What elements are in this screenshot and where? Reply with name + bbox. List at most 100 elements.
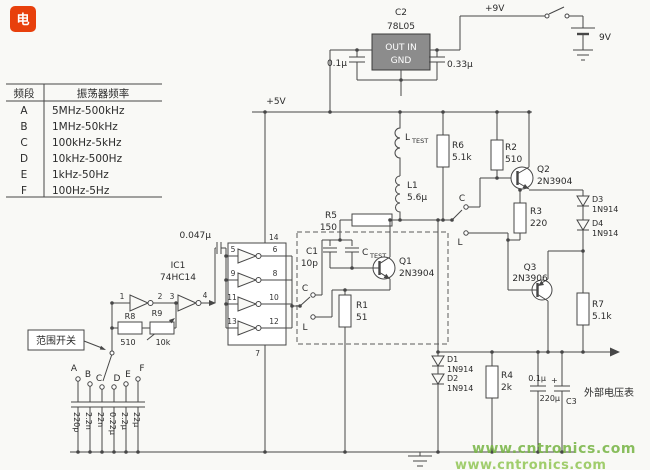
r9-value: 10k bbox=[156, 338, 171, 347]
contact-e bbox=[123, 381, 129, 387]
table-header-band: 频段 bbox=[14, 87, 35, 100]
c3-wires bbox=[554, 352, 570, 452]
ltest-sub: TEST bbox=[411, 137, 428, 145]
capacitor-c1: C1 10p bbox=[301, 239, 352, 269]
q3-ref: Q3 bbox=[524, 263, 537, 273]
r8-ref: R8 bbox=[125, 312, 136, 321]
mode-switch-left: C L bbox=[292, 239, 333, 333]
wiper-pivot bbox=[298, 304, 302, 308]
watermark: www.cntronics.com bbox=[472, 441, 636, 457]
inverter-gate bbox=[237, 296, 258, 312]
table-row: C 100kHz-5kHz bbox=[20, 137, 122, 149]
r2-value: 510 bbox=[505, 155, 522, 165]
q1-ref: Q1 bbox=[399, 257, 412, 267]
inverter-bubble bbox=[255, 277, 262, 283]
wiper-arm bbox=[102, 328, 113, 382]
ctest-label: C bbox=[362, 248, 368, 258]
band-d-label: D bbox=[114, 374, 121, 384]
pin-10: 10 bbox=[269, 293, 279, 302]
d3-wires bbox=[577, 205, 589, 220]
site-logo-char: 电 bbox=[16, 12, 29, 28]
r2-ref: R2 bbox=[505, 143, 517, 153]
inverter-bubble bbox=[255, 325, 262, 331]
r6-value: 5.1k bbox=[452, 153, 472, 163]
pin-2: 2 bbox=[158, 292, 163, 301]
d2-symbol bbox=[431, 373, 445, 385]
band-cap-d-value: 0.22μ bbox=[108, 412, 117, 435]
contact-c bbox=[463, 204, 469, 210]
r3-body bbox=[513, 202, 527, 234]
r7-value: 5.1k bbox=[592, 312, 612, 322]
inverter-gate bbox=[237, 272, 258, 288]
r6-ref: R6 bbox=[452, 141, 464, 151]
q3-emitter-arrow bbox=[538, 280, 544, 286]
pin-5: 5 bbox=[231, 245, 236, 254]
ctest-sub: TEST bbox=[369, 252, 386, 260]
inductor-ltest: L TEST bbox=[394, 112, 428, 176]
table-grid-lines bbox=[6, 83, 162, 198]
pin-8: 8 bbox=[273, 269, 278, 278]
q1-part: 2N3904 bbox=[399, 269, 435, 279]
transistor-q1: Q1 2N3904 bbox=[330, 220, 435, 291]
battery-supply: +9V 9V bbox=[460, 4, 612, 61]
q2-body bbox=[510, 166, 534, 190]
mode-c-label: C bbox=[302, 284, 308, 294]
r8-body bbox=[117, 321, 143, 335]
ic1-ref: IC1 bbox=[171, 261, 186, 271]
inverter-bubble bbox=[147, 300, 154, 306]
range-switch-label: 范围开关 bbox=[36, 334, 76, 347]
pin-6: 6 bbox=[273, 245, 278, 254]
band-b-label: B bbox=[85, 370, 91, 380]
ltest-symbol bbox=[394, 112, 401, 176]
diode-d3: D3 1N914 bbox=[576, 195, 618, 220]
c1-value: 10p bbox=[301, 259, 318, 269]
band-cap-b-value: 2.2n bbox=[84, 412, 93, 430]
row-b-freq: 1MHz-50kHz bbox=[52, 121, 118, 133]
capacitor-ctest: C TEST bbox=[345, 240, 386, 268]
range-switch: 范围开关 A B C D E F 220p 2.2n 22n 0.22μ 2.2… bbox=[27, 328, 145, 452]
row-d-freq: 10kHz-500Hz bbox=[52, 153, 123, 165]
frequency-table: 频段 振荡器频率 A 5MHz-500kHz B 1MHz-50kHz C 10… bbox=[6, 83, 162, 198]
r9-pot-arrow bbox=[168, 318, 175, 324]
band-f-label: F bbox=[139, 364, 144, 374]
ground-rail bbox=[70, 451, 575, 467]
q2-wires bbox=[516, 112, 584, 196]
l1-value: 5.6μ bbox=[407, 193, 427, 203]
d1-wires bbox=[432, 365, 444, 374]
wiper-pivot bbox=[109, 350, 115, 356]
contact-d bbox=[111, 384, 117, 390]
q2-part: 2N3904 bbox=[537, 177, 573, 187]
r7-body bbox=[576, 292, 590, 326]
diode-d4: D4 1N914 bbox=[576, 219, 618, 293]
site-logo: 电 bbox=[10, 6, 36, 32]
row-a-freq: 5MHz-500kHz bbox=[52, 105, 125, 117]
v5-label: +5V bbox=[266, 97, 286, 107]
mode-l-label: L bbox=[302, 323, 307, 333]
resistor-r1: R1 51 bbox=[338, 290, 368, 452]
r4-body bbox=[485, 365, 499, 399]
d3-ref: D3 bbox=[592, 195, 603, 204]
coupling-cap-label: 0.047μ bbox=[180, 231, 212, 241]
feedback-wires bbox=[111, 303, 177, 341]
table-row: D 10kHz-500Hz bbox=[20, 153, 123, 165]
resistor-r5: R5 150 bbox=[320, 211, 452, 240]
d3-part: 1N914 bbox=[592, 205, 618, 214]
band-e-label: E bbox=[125, 370, 131, 380]
voltmeter-label: 外部电压表 bbox=[584, 386, 634, 399]
l1-ref: L1 bbox=[407, 181, 418, 191]
inverter-gate bbox=[177, 294, 198, 312]
c3-value: 220μ bbox=[540, 394, 560, 403]
diode-d1: D1 1N914 bbox=[431, 220, 473, 374]
q3-wires bbox=[508, 250, 583, 352]
ltest-label: L bbox=[405, 133, 410, 143]
pin-13: 13 bbox=[227, 317, 237, 326]
pin-9: 9 bbox=[231, 269, 236, 278]
r6-body bbox=[436, 134, 450, 168]
regulator-part: 78L05 bbox=[387, 22, 415, 32]
inductor-l1: L1 5.6μ bbox=[395, 175, 427, 220]
contact-b bbox=[87, 381, 93, 387]
band-cap-f-value: 22μ bbox=[132, 412, 141, 427]
pin-4: 4 bbox=[203, 291, 208, 300]
capacitor-c3: + 220μ C3 bbox=[540, 352, 577, 452]
